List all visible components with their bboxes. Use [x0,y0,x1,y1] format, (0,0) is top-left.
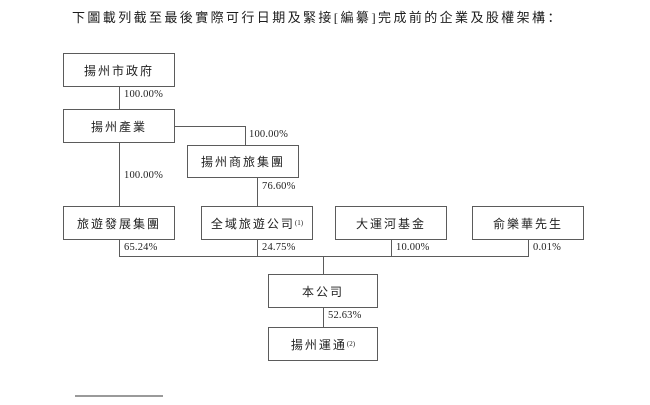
connector-shanglv-quanyu [257,178,258,206]
connector-industry-tourismdev [119,143,120,206]
bus-line-shareholders [119,256,529,257]
pct-quanyu-company: 24.75% [262,242,296,253]
drop-mryu [528,240,529,256]
pct-tourismdev-company: 65.24% [124,242,158,253]
node-label: 全域旅遊公司 [210,216,295,231]
pct-company-yuntong: 52.63% [328,310,362,321]
node-yangzhou-business-travel-group: 揚州商旅集團 [187,145,299,178]
node-label: 本公司 [301,284,344,299]
node-yangzhou-government: 揚州市政府 [63,53,175,87]
node-yangzhou-yuntong: 揚州運通(2) [268,327,378,361]
node-label: 揚州市政府 [83,63,154,78]
node-label: 大運河基金 [355,216,426,231]
node-grand-canal-fund: 大運河基金 [335,206,447,240]
node-label: 揚州運通 [290,337,347,352]
drop-to-company [323,256,324,274]
pct-industry-tourismdev: 100.00% [124,170,164,181]
connector-govt-industry [119,87,120,109]
pct-industry-shanglv: 100.00% [249,129,289,140]
page-title: 下圖載列截至最後實際可行日期及緊接[編纂]完成前的企業及股權架構： [72,10,563,25]
connector-industry-shanglv-v [245,126,246,145]
node-the-company: 本公司 [268,274,378,308]
footnote-divider [75,395,163,397]
node-label: 揚州商旅集團 [200,155,285,169]
node-yangzhou-industry: 揚州產業 [63,109,175,143]
connector-industry-shanglv-h [175,126,245,127]
node-label: 旅遊發展集團 [76,216,161,231]
drop-tourismdev [119,240,120,256]
node-quanyu-tourism-company: 全域旅遊公司(1) [201,206,313,240]
pct-shanglv-quanyu: 76.60% [262,181,296,192]
pct-mryu-company: 0.01% [533,242,562,253]
pct-canalfund-company: 10.00% [396,242,430,253]
pct-govt-industry: 100.00% [124,89,164,100]
node-label: 俞樂華先生 [492,216,563,231]
drop-quanyu [257,240,258,256]
node-label: 揚州產業 [90,119,147,134]
node-tourism-development-group: 旅遊發展集團 [63,206,175,240]
drop-canalfund [391,240,392,256]
connector-company-yuntong [323,308,324,327]
node-mr-yu-lehua: 俞樂華先生 [472,206,584,240]
